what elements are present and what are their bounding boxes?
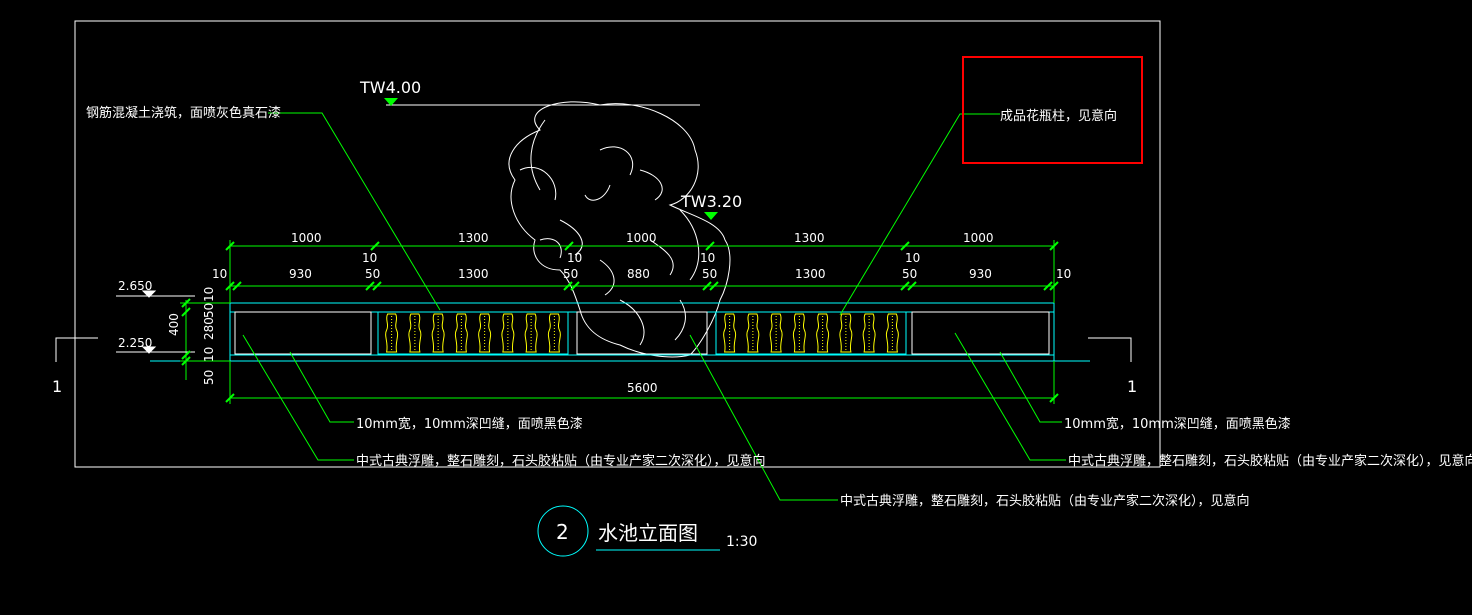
dimension-tick	[225, 393, 235, 403]
title-number-circle	[537, 505, 589, 557]
dimension-label: 10	[905, 251, 920, 265]
annotation-relief-center: 中式古典浮雕，整石雕刻，石头胶粘贴（由专业产家二次深化），见意向	[840, 493, 1250, 509]
dimension-label: 930	[969, 267, 992, 281]
drawing-scale: 1:30	[726, 534, 757, 550]
dimension-tick	[1049, 281, 1059, 291]
dimension-label: 50	[563, 267, 578, 281]
dimension-label-vertical: 280	[202, 317, 216, 340]
dimension-label-vertical: 10	[202, 287, 216, 302]
dimension-label: 1000	[626, 231, 657, 245]
baluster	[769, 313, 783, 353]
dimension-label: 10	[700, 251, 715, 265]
level-tw-mid: TW3.20	[680, 192, 742, 211]
baluster	[454, 313, 468, 353]
section-label-right: 1	[1127, 377, 1137, 396]
section-marker-right	[1088, 337, 1132, 362]
elevation-upper: 2.650	[118, 279, 152, 293]
section-label-left: 1	[52, 377, 62, 396]
dimension-tick	[702, 281, 712, 291]
baluster	[408, 313, 422, 353]
dimension-row-1: 1000 1300 1000 1300 1000	[291, 231, 994, 245]
dimension-label: 880	[627, 267, 650, 281]
baluster	[723, 313, 737, 353]
baluster	[746, 313, 760, 353]
baluster	[885, 313, 899, 353]
dimension-tick	[900, 241, 910, 251]
baluster	[385, 313, 399, 353]
baluster	[839, 313, 853, 353]
dimension-ticks	[181, 241, 1059, 403]
annotation-groove-right: 10mm宽，10mm深凹缝，面喷黑色漆	[1064, 416, 1291, 432]
dimension-label: 1000	[963, 231, 994, 245]
section-marker-left	[55, 337, 98, 362]
dimension-label-vertical: 10	[202, 347, 216, 362]
rock-sculpture	[508, 101, 731, 358]
title-number: 2	[556, 520, 569, 544]
dimension-tick	[1043, 281, 1053, 291]
dimension-tick	[365, 281, 375, 291]
dimension-tick	[181, 350, 191, 360]
dimension-label: 10	[1056, 267, 1071, 281]
dimension-tick	[181, 298, 191, 308]
dimension-label: 1000	[291, 231, 322, 245]
dimension-label: 1300	[458, 231, 489, 245]
annotation-relief-right: 中式古典浮雕，整石雕刻，石头胶粘贴（由专业产家二次深化），见意向	[1068, 453, 1472, 469]
wall-panels	[234, 311, 1050, 355]
baluster	[501, 313, 515, 353]
dimension-label: 1300	[795, 267, 826, 281]
vase-balusters	[385, 313, 899, 353]
dimension-label: 50	[702, 267, 717, 281]
dimension-tick	[709, 281, 719, 291]
dimension-tick	[563, 281, 573, 291]
dimension-label: 50	[365, 267, 380, 281]
dimension-tick	[564, 241, 574, 251]
dimension-tick	[1049, 241, 1059, 251]
dimension-label: 10	[212, 267, 227, 281]
dimension-label: 1300	[794, 231, 825, 245]
dimension-label-vertical: 50	[202, 370, 216, 385]
dimension-row-2: 10 930 10 50 1300 10 50 880 10 50 1300 10 50 930 10	[212, 251, 1071, 281]
dimension-label: 50	[902, 267, 917, 281]
annotation-groove-left: 10mm宽，10mm深凹缝，面喷黑色漆	[356, 416, 583, 432]
baluster	[478, 313, 492, 353]
dimension-tick	[1049, 393, 1059, 403]
baluster	[524, 313, 538, 353]
dimension-tick	[370, 241, 380, 251]
dimension-label: 930	[289, 267, 312, 281]
elevation-markers	[141, 98, 718, 354]
dimension-tick	[705, 241, 715, 251]
dimension-lines	[116, 240, 1055, 404]
drawing-frame	[74, 20, 1161, 468]
dimension-tick	[232, 281, 242, 291]
dimension-label: 1300	[458, 267, 489, 281]
dimension-label-vertical: 50	[202, 303, 216, 318]
dimension-label: 10	[362, 251, 377, 265]
dimension-label-vertical: 400	[167, 313, 181, 336]
dimension-tick	[225, 241, 235, 251]
baluster	[547, 313, 561, 353]
annotation-concrete: 钢筋混凝土浇筑，面喷灰色真石漆	[86, 105, 281, 121]
baluster	[792, 313, 806, 353]
baluster	[862, 313, 876, 353]
level-tw-top: TW4.00	[359, 78, 421, 97]
dimension-tick	[570, 281, 580, 291]
dimension-tick	[181, 356, 191, 366]
baluster	[431, 313, 445, 353]
annotation-vase-column: 成品花瓶柱，见意向	[1000, 108, 1117, 124]
dimension-tick	[900, 281, 910, 291]
drawing-title: 水池立面图	[598, 521, 698, 545]
highlight-box	[962, 56, 1143, 164]
dimension-tick	[907, 281, 917, 291]
baluster	[816, 313, 830, 353]
dimension-tick	[181, 307, 191, 317]
dimension-label: 10	[567, 251, 582, 265]
dimension-tick	[225, 281, 235, 291]
elevation-lower: 2.250	[118, 336, 152, 350]
annotation-relief-left: 中式古典浮雕，整石雕刻，石头胶粘贴（由专业产家二次深化），见意向	[356, 453, 766, 469]
dimension-total: 5600	[627, 381, 658, 395]
dimension-tick	[372, 281, 382, 291]
leader-lines	[242, 112, 1066, 501]
